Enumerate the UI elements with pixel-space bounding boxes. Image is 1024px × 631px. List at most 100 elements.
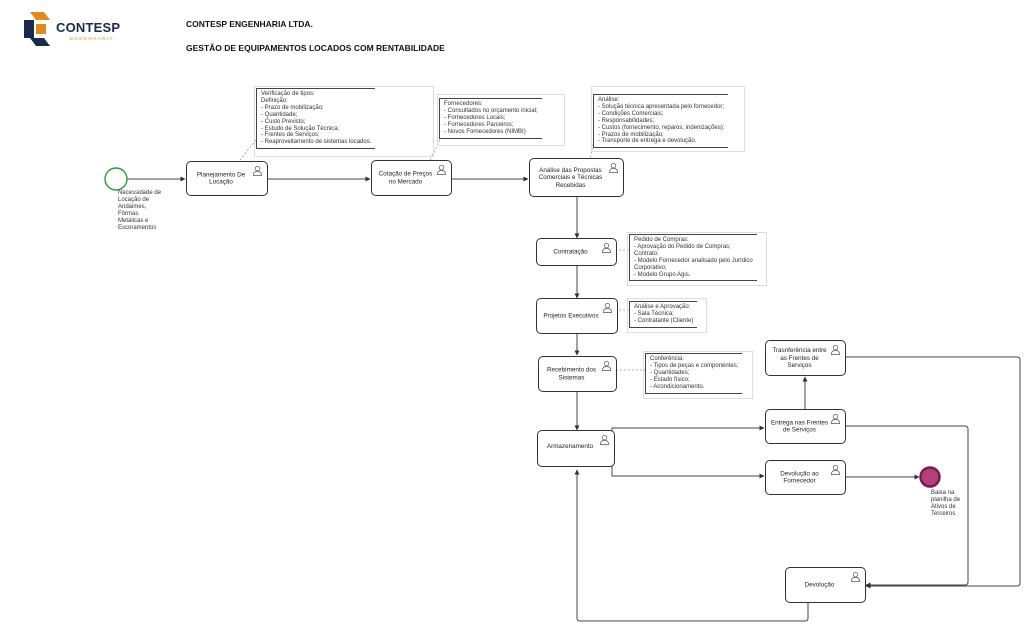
task-label: Armazenamento: [542, 443, 598, 451]
annotation-analise: Análise:- Solução técnica apresentada pe…: [593, 94, 729, 149]
text-line: Definição:: [261, 97, 288, 104]
text-line: Cotação de Preços: [378, 170, 433, 178]
user-icon: [831, 345, 840, 355]
text-line: Análise e Aprovação:: [634, 304, 691, 310]
text-line: - Tipos de peças e componentes;: [650, 362, 739, 369]
text-line: Metálicas e: [118, 217, 149, 224]
text-line: Armazenamento: [546, 443, 594, 450]
flow-armazenamento-to-entrega: [611, 425, 765, 441]
text-line: Verificação de tipos:: [261, 91, 315, 97]
text-line: as Frentes de: [780, 354, 819, 362]
text-line: planilha de: [931, 496, 961, 503]
text-line: - Custo Previsto;: [261, 118, 306, 125]
task-contratacao[interactable]: Contratação: [536, 238, 617, 266]
text-line: Contratação: [553, 248, 588, 256]
text-line: - Reaproveitamento de sistemas locados.: [261, 139, 372, 146]
text-line: - Prazo de mobilização;: [261, 104, 324, 111]
text-line: Fornecedores:: [444, 101, 483, 107]
text-line: - Quantidade;: [261, 111, 298, 118]
text-line: - Estudo de Solução Técnica;: [261, 125, 340, 132]
text-line: Planejamento De: [196, 171, 246, 178]
annotation-pedido: Pedido de Compras:- Aprovação do Pedido …: [629, 234, 757, 282]
text-line: - Quantidades;: [650, 369, 690, 376]
task-label: Devolução: [790, 581, 849, 589]
start-event: [104, 167, 128, 191]
user-icon: [253, 166, 262, 176]
logo-subtext: ENGENHARIA: [70, 36, 114, 41]
annotation-fornecedores: Fornecedores:- Consultados no orçamento …: [439, 98, 542, 139]
annotation-verificacao: Verificação de tipos:Definição:- Prazo d…: [256, 88, 376, 150]
text-line: - Estado físico;: [650, 376, 690, 383]
text-line: - Solução técnica apresentada pelo forne…: [598, 103, 725, 110]
task-projetos[interactable]: Projetos Executivos: [536, 298, 618, 334]
user-icon: [437, 165, 446, 175]
text-line: Baixa na: [931, 490, 955, 496]
text-line: Pedido de Compras:: [634, 237, 689, 243]
text-line: Terceiros: [931, 510, 956, 517]
user-icon: [831, 465, 840, 475]
text-line: - Sala Técnica;: [634, 310, 674, 317]
text-line: Locação de: [118, 196, 150, 203]
text-line: Necessidade de: [118, 190, 162, 196]
text-line: Projetos Executivos: [543, 312, 599, 320]
text-line: - Contratante (Cliente): [634, 317, 694, 324]
company-name: CONTESP ENGENHARIA LTDA.: [186, 19, 313, 29]
text-line: - Prazos de mobilização;: [598, 131, 664, 138]
text-line: Andaimes,: [118, 203, 147, 210]
text-line: - Custos (fornecimento, reparos, indeniz…: [598, 124, 725, 131]
annotation-frame: [627, 298, 707, 333]
text-line: Fôrmas: [118, 210, 139, 217]
task-label: Projetos Executivos: [541, 312, 601, 320]
logo-text: CONTESP: [56, 20, 121, 35]
annotation-conferencia: Conferência:- Tipos de peças e component…: [645, 353, 743, 394]
annotation-frame: [627, 232, 767, 286]
text-line: Entrega nas Frentes: [770, 419, 829, 426]
text-line: Conferência:: [650, 356, 685, 362]
annotation-frame: [591, 86, 745, 152]
text-line: - Aprovação do Pedido de Compras;: [634, 243, 731, 250]
user-icon: [831, 414, 840, 424]
annotation-frame: [254, 86, 434, 157]
text-line: - Novos Fornecedores (NIMBI): [444, 128, 526, 135]
text-line: Fornecedor: [783, 477, 816, 485]
text-line: Devolução ao: [780, 470, 819, 477]
text-line: Corporativo;: [634, 264, 667, 271]
text-line: - Fornecedores Parceiros;: [444, 121, 514, 128]
annotation-frame: [437, 94, 565, 146]
text-line: Ativos de: [931, 503, 956, 510]
task-devolucao[interactable]: Devolução: [785, 567, 866, 603]
text-line: Contrato:: [634, 250, 659, 257]
text-line: Sistemas: [558, 374, 585, 381]
user-icon: [600, 435, 609, 445]
user-icon: [602, 243, 611, 253]
text-line: - Transporte de entrega e devolução.: [598, 138, 697, 145]
text-line: - Modelo Fornecedor analisado pelo Juríd…: [634, 257, 753, 264]
text-line: no Mercado: [388, 178, 423, 185]
text-line: Serviços: [787, 361, 812, 369]
annotation-frame: [643, 351, 753, 399]
task-armazenamento[interactable]: Armazenamento: [537, 430, 615, 467]
text-line: - Condições Comerciais;: [598, 110, 664, 117]
user-icon: [851, 572, 860, 582]
text-line: - Acondicionamento.: [650, 383, 705, 390]
page-title: GESTÃO DE EQUIPAMENTOS LOCADOS COM RENTA…: [186, 43, 445, 53]
text-line: Análise:: [598, 97, 620, 103]
text-line: - Modelo Grupo Agis.: [634, 271, 691, 278]
text-line: Trasnferência entre: [772, 346, 827, 354]
flow-entrega-to-devolucao: [846, 425, 969, 588]
